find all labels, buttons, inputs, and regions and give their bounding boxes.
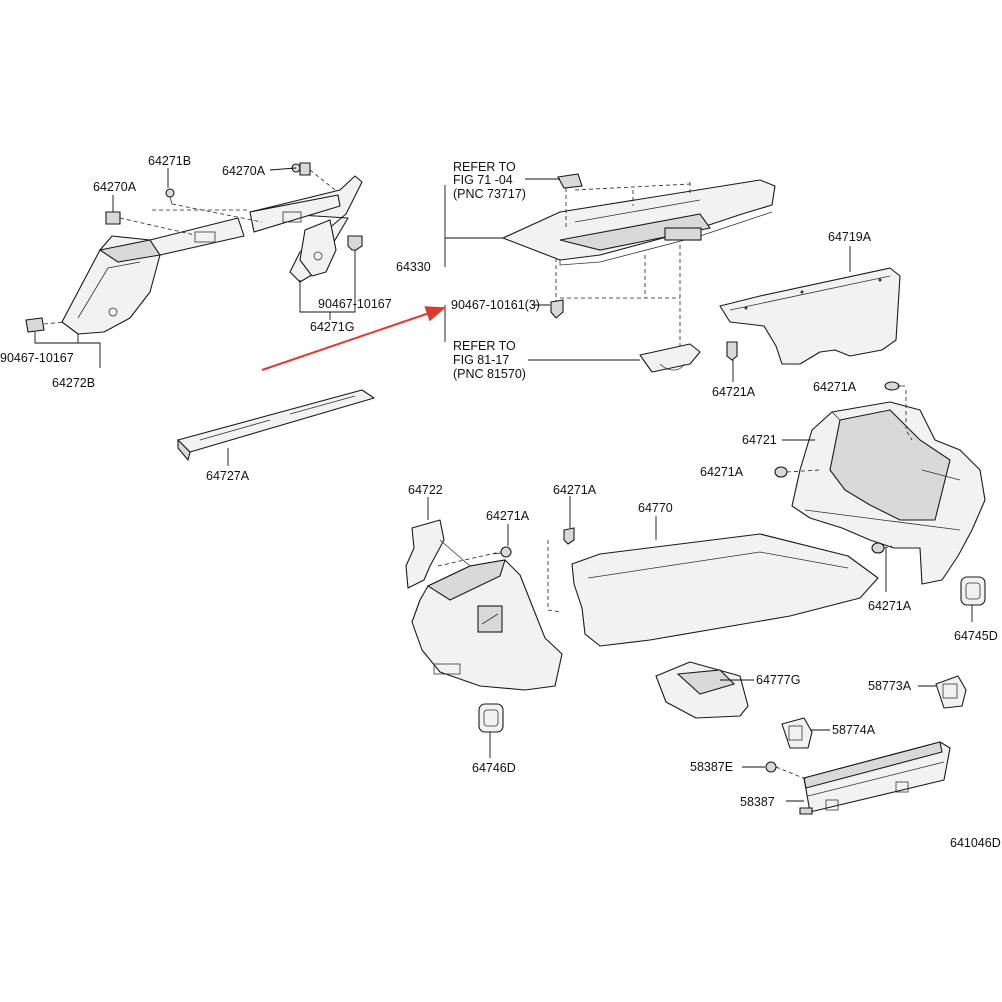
clip-icon [291, 162, 311, 176]
label-64271A-right-bottom: 64271A [868, 599, 912, 613]
trunk-mat-64770 [571, 516, 879, 647]
clip-icon [347, 235, 363, 251]
label-64271G: 64271G [310, 320, 354, 334]
label-64271A-center-left: 64271A [486, 509, 530, 523]
rear-sill-plate-58387 [742, 741, 951, 815]
label-641046D: 641046D [950, 836, 1001, 850]
label-64719A: 64719A [828, 230, 872, 244]
clip-icon [493, 546, 512, 558]
label-64722: 64722 [408, 483, 443, 497]
label-64777G: 64777G [756, 673, 800, 687]
label-64271A-center: 64271A [553, 483, 597, 497]
grommet-64745D [960, 576, 986, 622]
label-58773A: 58773A [868, 679, 912, 693]
tool-tray-64777G [655, 661, 754, 719]
label-refer2-line2: FIG 81-17 [453, 353, 509, 367]
package-tray-64330 [444, 173, 776, 373]
grommet-64746D [478, 703, 504, 758]
label-64270A-top: 64270A [222, 164, 266, 178]
label-58387E: 58387E [690, 760, 733, 774]
clip-icon [726, 341, 738, 361]
part-labels: 64271B 64270A 64270A 90467-10167 64271G … [0, 154, 1001, 850]
scuff-plate-64727A [177, 389, 375, 466]
label-64271A-right-top: 64271A [813, 380, 857, 394]
clip-icon [765, 761, 777, 773]
label-64272B: 64272B [52, 376, 95, 390]
clip-icon [871, 542, 885, 554]
clip-icon [550, 299, 564, 319]
label-58774A: 58774A [832, 723, 876, 737]
label-64270A-left: 64270A [93, 180, 137, 194]
label-refer2-line1: REFER TO [453, 339, 516, 353]
bracket-58774A [781, 717, 830, 749]
label-64745D: 64745D [954, 629, 998, 643]
label-refer1-line3: (PNC 73717) [453, 187, 526, 201]
label-64330: 64330 [396, 260, 431, 274]
label-64727A: 64727A [206, 469, 250, 483]
trunk-side-trim-right-64721 [774, 381, 986, 592]
label-refer2-line3: (PNC 81570) [453, 367, 526, 381]
lamp-assembly [639, 343, 701, 373]
label-58387: 58387 [740, 795, 775, 809]
label-refer1-line1: REFER TO [453, 160, 516, 174]
label-refer1-line2: FIG 71 -04 [453, 173, 513, 187]
label-90467-10167-left: 90467-10167 [0, 351, 74, 365]
label-64271A-right-mid: 64271A [700, 465, 744, 479]
label-64721A: 64721A [712, 385, 756, 399]
label-64770: 64770 [638, 501, 673, 515]
trunk-side-trim-left-64722 [405, 496, 575, 691]
quarter-trim-left-assembly [25, 162, 363, 368]
clip-icon [25, 317, 65, 333]
bracket-58773A [918, 675, 967, 709]
clip-icon [105, 211, 121, 225]
clip-icon [884, 381, 905, 391]
clip-icon [563, 527, 575, 545]
label-64721: 64721 [742, 433, 777, 447]
label-90467-10161: 90467-10161(3) [451, 298, 540, 312]
label-64271B: 64271B [148, 154, 191, 168]
clip-icon [774, 466, 788, 478]
pointer-arrow [261, 306, 446, 371]
label-90467-10167-right: 90467-10167 [318, 297, 392, 311]
trunk-front-cover-64719A [719, 246, 901, 382]
label-64746D: 64746D [472, 761, 516, 775]
clip-icon [165, 188, 175, 205]
